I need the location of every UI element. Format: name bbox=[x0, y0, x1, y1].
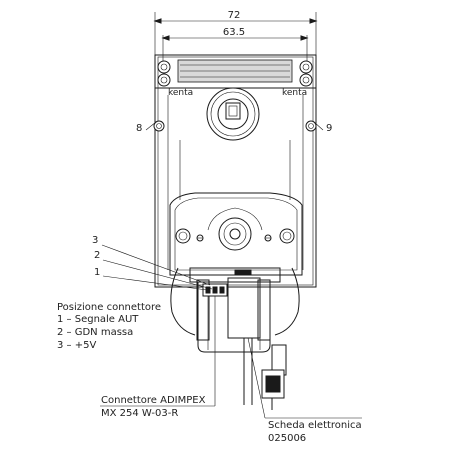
svg-text:9: 9 bbox=[326, 123, 332, 134]
dimension-63-5-label: 63.5 bbox=[223, 27, 245, 38]
svg-text:3: 3 bbox=[92, 235, 98, 246]
output-shaft bbox=[206, 87, 260, 141]
motor-coil bbox=[170, 267, 300, 353]
legend-line-3: 3 – +5V bbox=[57, 340, 96, 351]
legend-line-2: 2 – GDN massa bbox=[57, 327, 133, 338]
dimension-overall-width: 72 bbox=[153, 10, 318, 60]
board-label-2: 025006 bbox=[268, 433, 306, 444]
connector-label-2: MX 254 W-03-R bbox=[101, 408, 178, 419]
svg-text:1: 1 bbox=[94, 267, 100, 278]
callout-pin1: 1 bbox=[94, 267, 208, 291]
legend-line-1: 1 – Segnale AUT bbox=[57, 314, 139, 325]
brand-mark-left: kenta bbox=[168, 88, 193, 98]
gearbox-housing bbox=[153, 54, 317, 288]
motor-flange bbox=[169, 192, 303, 276]
callout-pin2: 2 bbox=[94, 250, 213, 290]
connector-legend: Posizione connettore 1 – Segnale AUT 2 –… bbox=[57, 302, 161, 351]
connector-label-1: Connettore ADIMPEX bbox=[101, 395, 206, 406]
svg-text:8: 8 bbox=[136, 123, 142, 134]
dimension-72-label: 72 bbox=[228, 10, 241, 21]
board-label-1: Scheda elettronica bbox=[268, 420, 362, 431]
callout-right-hole: 9 bbox=[313, 121, 332, 134]
svg-text:2: 2 bbox=[94, 250, 100, 261]
brand-mark-right: kenta bbox=[282, 88, 307, 98]
board-callout: Scheda elettronica 025006 bbox=[247, 337, 362, 444]
dimension-hole-spacing: 63.5 bbox=[161, 27, 309, 66]
electronic-board bbox=[227, 277, 287, 410]
motor-shaft bbox=[207, 207, 263, 251]
callout-pin3: 3 bbox=[92, 235, 211, 286]
legend-title: Posizione connettore bbox=[57, 302, 161, 313]
connector-callout: Connettore ADIMPEX MX 254 W-03-R bbox=[100, 296, 216, 419]
callout-left-hole: 8 bbox=[136, 121, 157, 134]
